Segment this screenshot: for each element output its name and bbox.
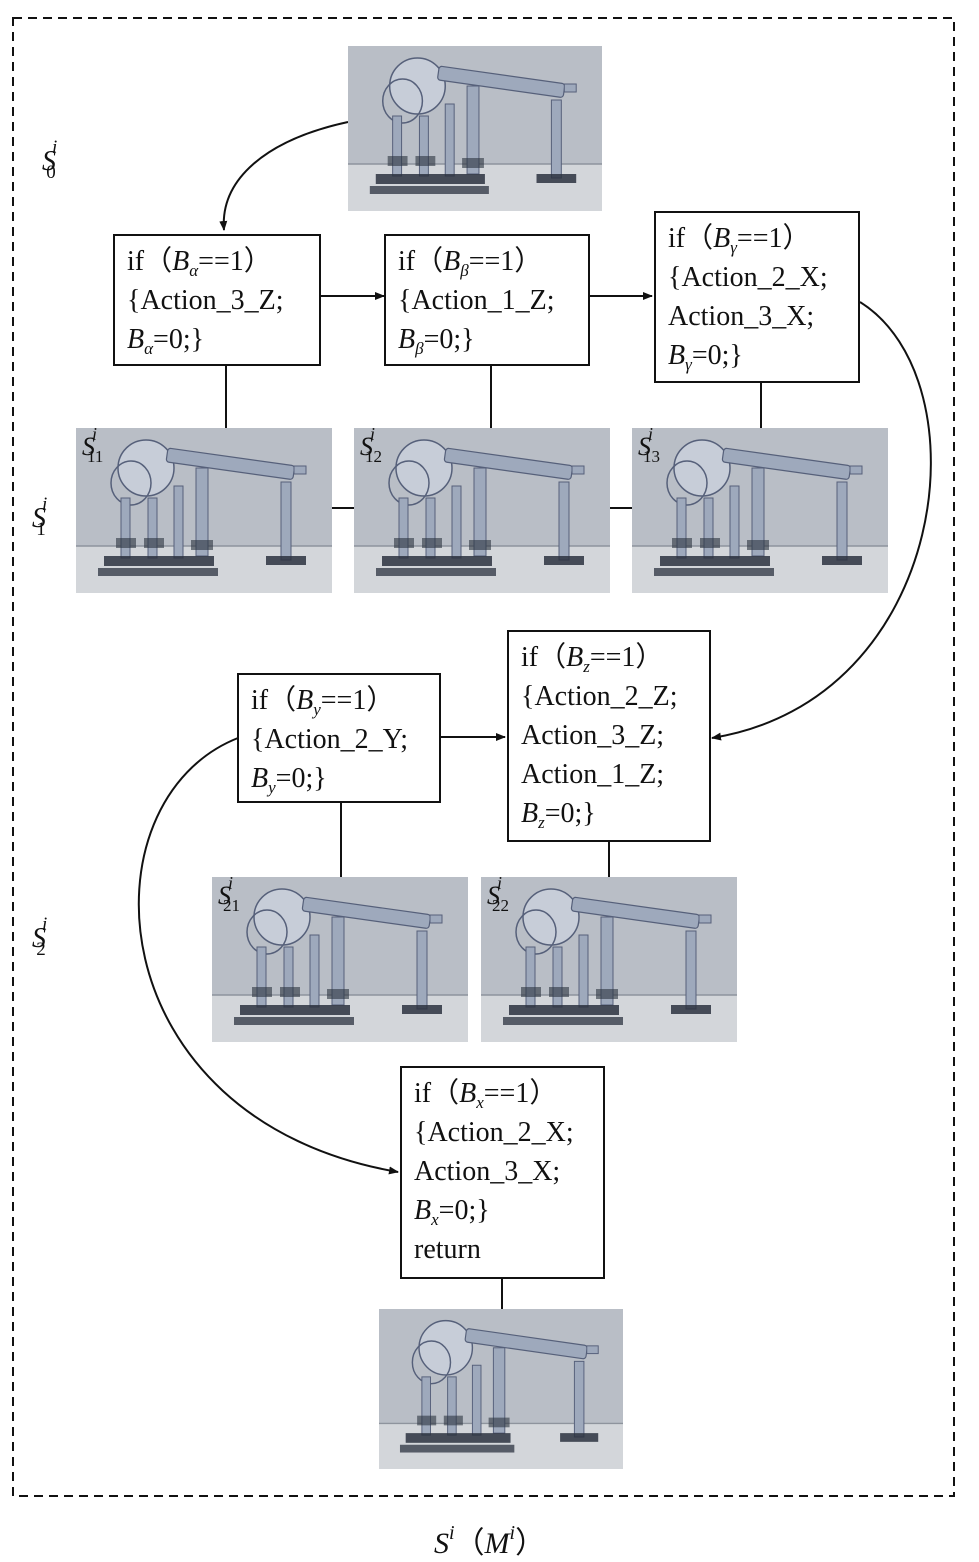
photo-s11-sup: i: [92, 428, 98, 444]
photo-s22-sub: 22: [492, 896, 510, 915]
condition-line: if（Bz==1）: [521, 642, 664, 676]
robot-render: [76, 428, 332, 593]
caption-arg-sup: i: [509, 1522, 516, 1544]
stage-s1-sub: 1: [36, 519, 46, 540]
robot-photo-s13: Si 13: [632, 428, 888, 593]
condition-line: if（Bα==1）: [127, 246, 272, 280]
action-line: {Action_1_Z;: [398, 285, 555, 316]
robot-render: [481, 877, 737, 1042]
reset-line: Bz=0;}: [521, 798, 596, 832]
photo-s21-main: S: [218, 881, 231, 910]
robot-render: [348, 46, 602, 211]
arrow-y-to-x: [137, 737, 399, 1175]
stage-label-s2: Si 2: [32, 915, 47, 959]
caption-open: （: [454, 1527, 485, 1560]
condition-line: if（Bγ==1）: [668, 223, 811, 257]
stage-s2-sub: 2: [36, 939, 46, 960]
action-line: Action_3_X;: [668, 301, 815, 332]
photo-label-s22: Si 22: [487, 877, 509, 914]
stage-s0-main: S: [42, 146, 56, 177]
robot-render-holder: [632, 428, 888, 593]
robot-photo-s21: Si 21: [212, 877, 468, 1042]
robot-render-holder: [354, 428, 610, 593]
robot-render-holder: [481, 877, 737, 1042]
stage-label-s1: Si 1: [32, 495, 47, 539]
robot-photo-s12: Si 12: [354, 428, 610, 593]
condition-line: if（Bx==1）: [414, 1078, 558, 1112]
robot-render: [354, 428, 610, 593]
robot-render-holder: [348, 46, 602, 211]
photo-s13-sub: 13: [643, 447, 661, 466]
condition-box-alpha: if（Bα==1） {Action_3_Z; Bα=0;}: [113, 234, 321, 366]
caption-main: S: [433, 1527, 449, 1560]
photo-label-s13: Si 13: [638, 428, 660, 465]
robot-photo-s22: Si 22: [481, 877, 737, 1042]
condition-box-y: if（By==1） {Action_2_Y; By=0;}: [237, 673, 441, 803]
reset-line: Bx=0;}: [414, 1195, 490, 1229]
condition-box-x: if（Bx==1） {Action_2_X; Action_3_X; Bx=0;…: [400, 1066, 605, 1279]
condition-box-beta: if（Bβ==1） {Action_1_Z; Bβ=0;}: [384, 234, 590, 366]
stage-label-s0: Si 0: [42, 138, 57, 182]
stage-s1-main: S: [32, 503, 46, 534]
action-line: {Action_2_Z;: [521, 681, 678, 712]
photo-s12-sup: i: [370, 428, 376, 444]
reset-line: Bβ=0;}: [398, 324, 475, 358]
outer-dashed-frame: [12, 17, 955, 1497]
stage-s2-main: S: [32, 923, 46, 954]
caption-sup: i: [448, 1522, 455, 1544]
robot-photo-final: [379, 1309, 623, 1469]
action-line: Action_1_Z;: [521, 759, 665, 790]
stage-s0-sup: i: [52, 137, 58, 158]
robot-render-holder: [76, 428, 332, 593]
figure-caption: Si（Mi）: [0, 1518, 979, 1562]
condition-box-gamma: if（Bγ==1） {Action_2_X; Action_3_X; Bγ=0;…: [654, 211, 860, 383]
photo-s22-main: S: [487, 881, 500, 910]
robot-render-holder: [379, 1309, 623, 1469]
reset-line: Bγ=0;}: [668, 340, 743, 374]
action-line: {Action_2_X;: [414, 1117, 574, 1148]
robot-render: [212, 877, 468, 1042]
photo-s21-sub: 21: [223, 896, 241, 915]
stage-s1-sup: i: [42, 494, 48, 515]
reset-line: Bα=0;}: [127, 324, 205, 358]
photo-label-s12: Si 12: [360, 428, 382, 465]
photo-s13-main: S: [638, 432, 651, 461]
photo-s11-sub: 11: [87, 447, 104, 466]
action-line: Action_3_Z;: [521, 720, 665, 751]
action-line: {Action_2_X;: [668, 262, 828, 293]
condition-line: if（By==1）: [251, 685, 395, 719]
photo-s11-main: S: [82, 432, 95, 461]
stage-s0-sub: 0: [46, 162, 56, 183]
caption-close: ）: [515, 1527, 546, 1560]
caption-arg: M: [484, 1527, 510, 1560]
robot-render-holder: [212, 877, 468, 1042]
arrow-gamma-to-z: [711, 301, 932, 741]
return-line: return: [414, 1234, 481, 1265]
robot-photo-s0: [348, 46, 602, 211]
photo-label-s21: Si 21: [218, 877, 240, 914]
photo-s13-sup: i: [648, 428, 654, 444]
photo-s21-sup: i: [228, 877, 234, 893]
robot-photo-s11: Si 11: [76, 428, 332, 593]
arrow-s0-to-alpha: [219, 121, 349, 231]
photo-s12-main: S: [360, 432, 373, 461]
reset-line: By=0;}: [251, 763, 327, 797]
condition-line: if（Bβ==1）: [398, 246, 543, 280]
action-line: Action_3_X;: [414, 1156, 561, 1187]
action-line: {Action_3_Z;: [127, 285, 284, 316]
condition-box-z: if（Bz==1） {Action_2_Z; Action_3_Z; Actio…: [507, 630, 711, 842]
action-line: {Action_2_Y;: [251, 724, 409, 755]
robot-render: [379, 1309, 623, 1469]
stage-s2-sup: i: [42, 914, 48, 935]
photo-s12-sub: 12: [365, 447, 383, 466]
robot-render: [632, 428, 888, 593]
photo-s22-sup: i: [497, 877, 503, 893]
photo-label-s11: Si 11: [82, 428, 103, 465]
